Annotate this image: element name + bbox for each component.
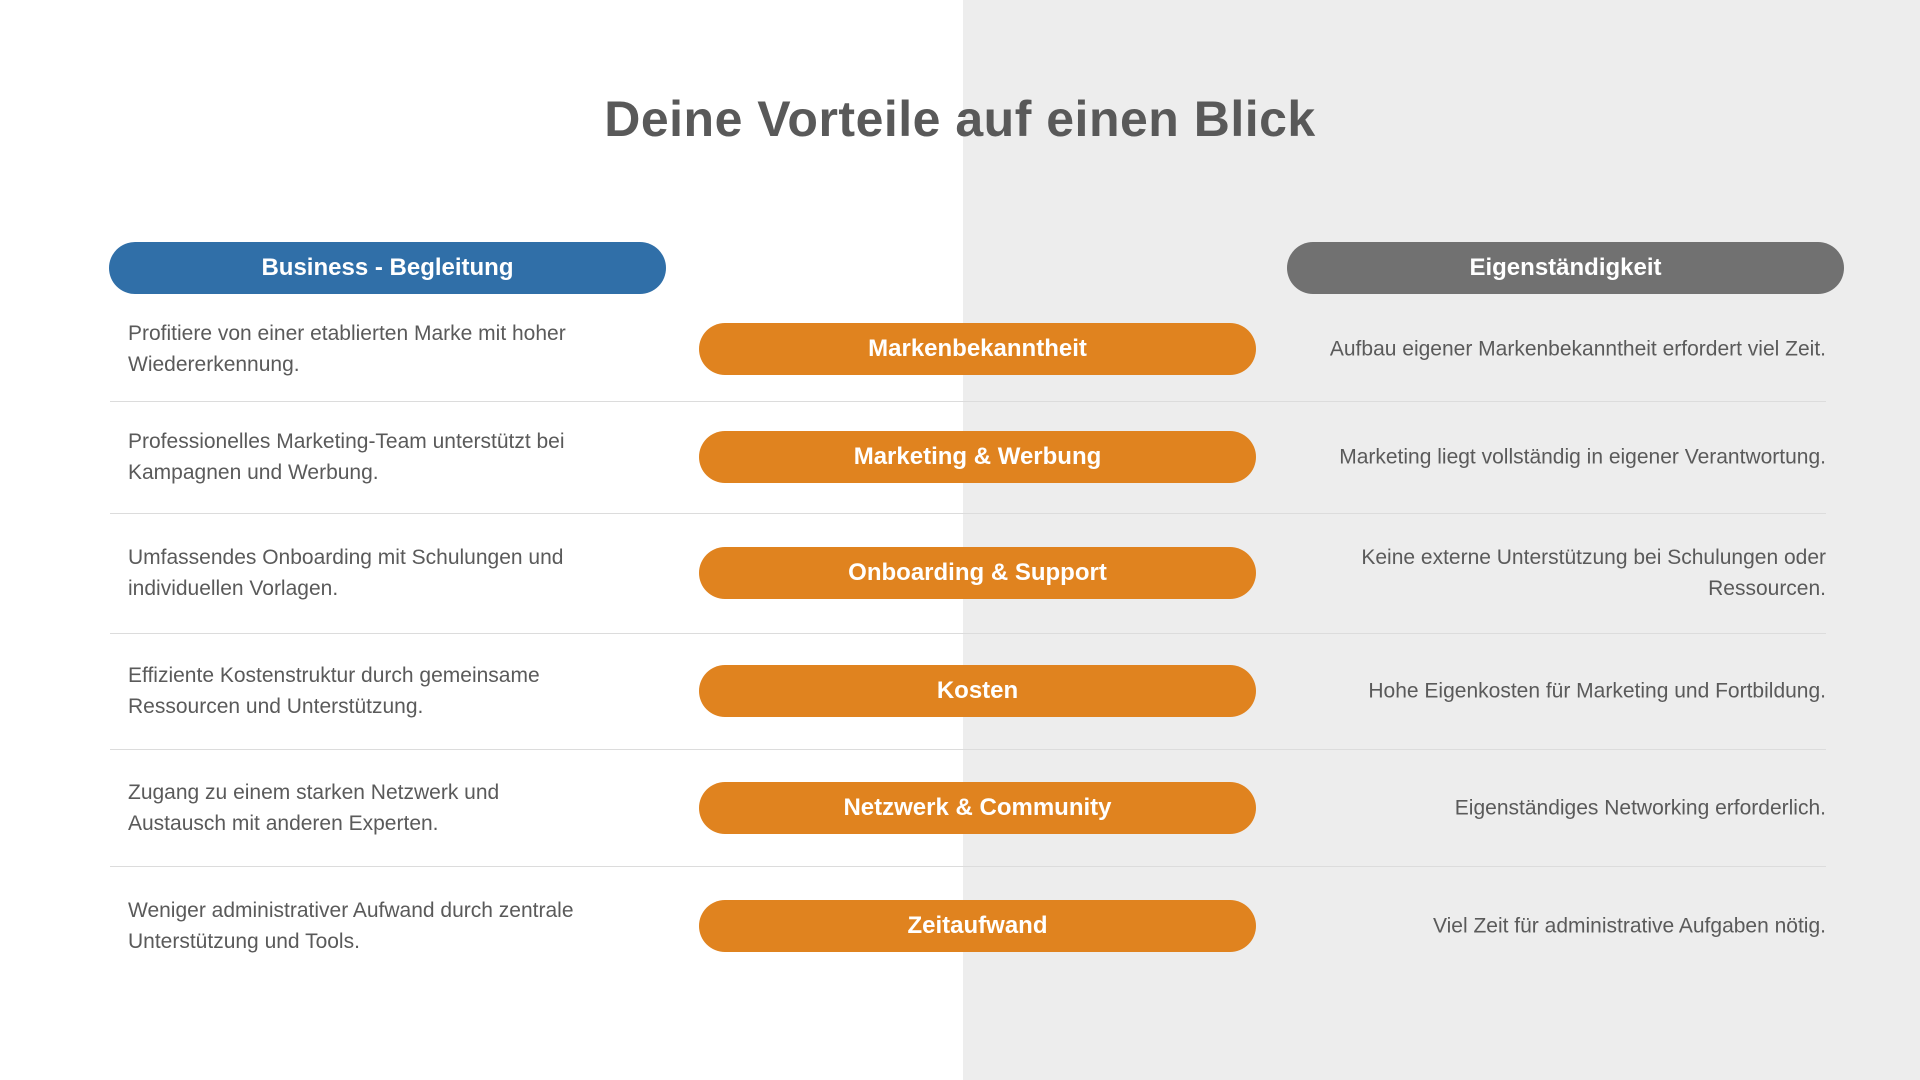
- column-header-left-label: Business - Begleitung: [261, 254, 514, 281]
- category-label: Markenbekanntheit: [868, 334, 1087, 362]
- benefit-text: Umfassendes Onboarding mit Schulungen un…: [128, 546, 564, 600]
- category-pill: Onboarding & Support: [699, 547, 1256, 599]
- benefit-text: Effiziente Kostenstruktur durch gemeinsa…: [128, 664, 540, 718]
- category-label: Onboarding & Support: [848, 559, 1107, 586]
- drawback-text: Aufbau eigener Markenbekanntheit erforde…: [1329, 337, 1826, 360]
- category-pill: Netzwerk & Community: [699, 781, 1256, 834]
- table-row-netzwerk-community: Zugang zu einem starken Netzwerk und Aus…: [0, 749, 1920, 866]
- benefit-text: Profitiere von einer etablierten Marke m…: [128, 321, 566, 376]
- drawback-text: Viel Zeit für administrative Aufgaben nö…: [1432, 914, 1826, 937]
- table-row-markenbekanntheit: Profitiere von einer etablierten Marke m…: [0, 296, 1920, 401]
- table-row-kosten: Effiziente Kostenstruktur durch gemeinsa…: [0, 633, 1920, 749]
- drawback-text: Hohe Eigenkosten für Marketing und Fortb…: [1368, 679, 1826, 703]
- benefit-text: Weniger administrativer Aufwand durch ze…: [128, 898, 574, 953]
- table-row-onboarding-support: Umfassendes Onboarding mit Schulungen un…: [0, 513, 1920, 633]
- category-label: Netzwerk & Community: [843, 793, 1112, 821]
- table-row-marketing-werbung: Professionelles Marketing-Team unterstüt…: [0, 401, 1920, 513]
- drawback-text: Eigenständiges Networking erforderlich.: [1454, 796, 1826, 819]
- drawback-text: Marketing liegt vollständig in eigener V…: [1339, 445, 1826, 469]
- page-title: Deine Vorteile auf einen Blick: [604, 91, 1316, 147]
- benefit-text: Professionelles Marketing-Team unterstüt…: [128, 430, 565, 484]
- category-pill: Markenbekanntheit: [699, 322, 1256, 375]
- category-label: Marketing & Werbung: [853, 443, 1102, 470]
- column-header-business-begleitung: Business - Begleitung: [109, 242, 666, 294]
- category-pill: Kosten: [699, 665, 1256, 717]
- category-label: Kosten: [936, 677, 1019, 704]
- comparison-rows: Profitiere von einer etablierten Marke m…: [0, 296, 1920, 985]
- benefit-text: Zugang zu einem starken Netzwerk und Aus…: [128, 780, 500, 835]
- drawback-text: Keine externe Unterstützung bei Schulung…: [1361, 546, 1826, 600]
- category-label: Zeitaufwand: [907, 911, 1048, 939]
- table-row-zeitaufwand: Weniger administrativer Aufwand durch ze…: [0, 866, 1920, 985]
- category-pill: Zeitaufwand: [699, 899, 1256, 952]
- column-header-eigenstaendigkeit: Eigenständigkeit: [1287, 242, 1844, 294]
- category-pill: Marketing & Werbung: [699, 431, 1256, 483]
- column-header-right-label: Eigenständigkeit: [1469, 254, 1662, 281]
